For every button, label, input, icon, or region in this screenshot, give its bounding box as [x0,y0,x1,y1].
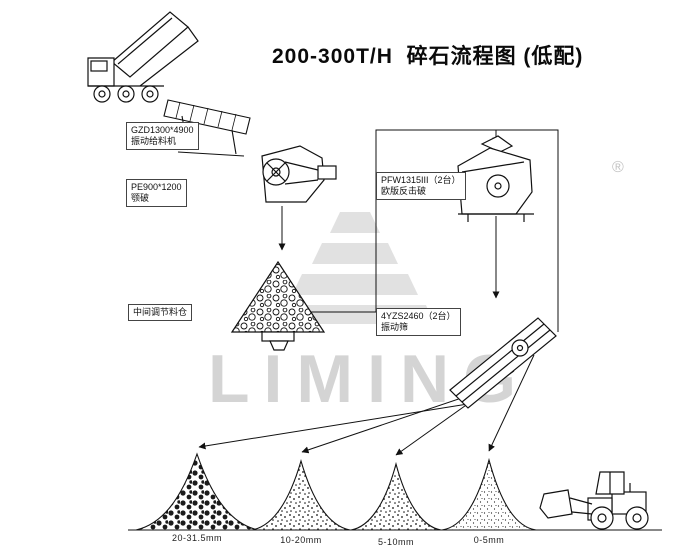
wheel-loader [539,471,649,530]
pile-5-10mm [350,461,442,531]
output-size-1: 20-31.5mm [171,533,223,543]
line-bin-to-impact [302,129,500,313]
impact-crusher [457,135,534,222]
output-size-4: 0-5mm [473,535,505,545]
label-jaw-model: PE900*1200 [131,182,182,192]
line-screen-recirculation [496,129,559,332]
line-screen-to-pile-1 [198,402,475,450]
output-size-2: 10-20mm [280,535,322,545]
pile-0-5mm [441,457,537,531]
label-jaw-name: 颚破 [131,193,150,203]
label-screen-model: 4YZS2460（2台） [381,311,456,321]
product-piles [128,452,662,531]
surge-bin-pile [230,260,326,351]
line-screen-to-pile-4 [488,354,535,452]
registered-mark: ® [612,159,624,176]
label-impact-name: 欧版反击破 [381,186,427,196]
output-size-3: 5-10mm [377,537,414,547]
label-vibrating-feeder: GZD1300*4900 振动给料机 [126,122,199,150]
label-vibrating-screen: 4YZS2460（2台） 振动筛 [376,308,461,336]
label-surge-bin-name: 中间调节料仓 [133,307,188,317]
label-feeder-model: GZD1300*4900 [131,125,194,135]
jaw-crusher [261,145,337,203]
pile-10-20mm [251,459,351,531]
label-impact-model: PFW1315III（2台） [381,175,461,185]
label-jaw-crusher: PE900*1200 颚破 [126,179,187,207]
label-impact-crusher: PFW1315III（2台） 欧版反击破 [376,172,466,200]
page-title: 200-300T/H 碎石流程图 (低配) [272,45,584,68]
label-feeder-name: 振动给料机 [131,136,177,146]
label-surge-bin: 中间调节料仓 [128,304,193,321]
dump-truck [87,11,199,103]
vibrating-feeder [163,99,251,157]
label-screen-name: 振动筛 [381,322,409,332]
pile-20-31.5mm [135,452,259,531]
vibrating-screen [449,317,557,409]
